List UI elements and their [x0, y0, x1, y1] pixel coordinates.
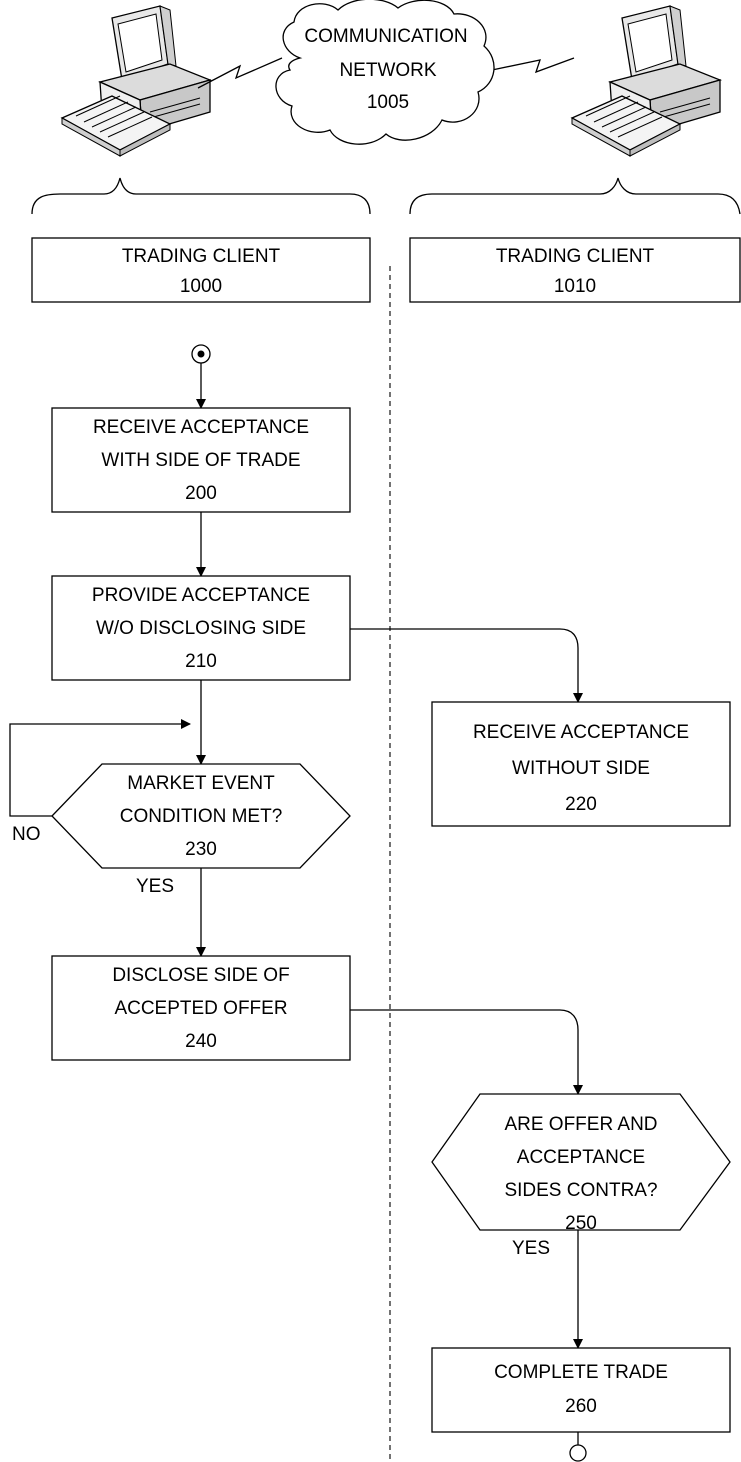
computer-icon-left: [60, 5, 213, 157]
step-210-line2: W/O DISCLOSING SIDE: [96, 618, 306, 639]
step-240-number: 240: [185, 1031, 217, 1052]
brace-right: [409, 177, 741, 215]
lane-right-title: TRADING CLIENT: [496, 246, 655, 267]
step-210-box: PROVIDE ACCEPTANCE W/O DISCLOSING SIDE 2…: [51, 575, 351, 681]
step-260-line1: COMPLETE TRADE: [494, 1362, 668, 1383]
link-left-zigzag: [197, 57, 283, 89]
lane-header-right: TRADING CLIENT 1010: [409, 237, 741, 303]
step-200-line2: WITH SIDE OF TRADE: [101, 450, 300, 471]
lane-header-left: TRADING CLIENT 1000: [31, 237, 371, 303]
link-right-zigzag: [491, 57, 575, 74]
step-210-line1: PROVIDE ACCEPTANCE: [92, 585, 310, 606]
connector-230-no-loop: [9, 719, 191, 817]
decision-230-line2: CONDITION MET?: [120, 806, 283, 827]
step-200-line1: RECEIVE ACCEPTANCE: [93, 417, 309, 438]
decision-250: ARE OFFER AND ACCEPTANCE SIDES CONTRA? 2…: [431, 1093, 731, 1234]
decision-230-number: 230: [185, 839, 217, 860]
step-260-box: COMPLETE TRADE 260: [431, 1347, 731, 1433]
lane-left-title: TRADING CLIENT: [122, 246, 281, 267]
decision-230: MARKET EVENT CONDITION MET? 230: [51, 763, 351, 869]
decision-250-line2: ACCEPTANCE: [517, 1147, 645, 1168]
decision-230-no-label: NO: [12, 824, 41, 845]
network-label-line1: COMMUNICATION: [304, 26, 467, 47]
decision-250-line3: SIDES CONTRA?: [504, 1180, 657, 1201]
connector-210-220: [350, 628, 583, 703]
step-240-line2: ACCEPTED OFFER: [114, 998, 287, 1019]
network-cloud: COMMUNICATION NETWORK 1005: [275, 0, 495, 145]
network-label-line2: NETWORK: [339, 60, 436, 81]
network-label-number: 1005: [367, 92, 409, 113]
decision-250-number: 250: [565, 1213, 597, 1234]
step-260-number: 260: [565, 1396, 597, 1417]
decision-230-line1: MARKET EVENT: [127, 773, 275, 794]
step-210-number: 210: [185, 651, 217, 672]
brace-left: [31, 177, 371, 215]
decision-250-line1: ARE OFFER AND: [504, 1114, 657, 1135]
step-240-line1: DISCLOSE SIDE OF: [112, 965, 289, 986]
lane-right-number: 1010: [554, 276, 596, 297]
start-node: [191, 344, 211, 364]
step-220-line2: WITHOUT SIDE: [512, 758, 650, 779]
step-220-line1: RECEIVE ACCEPTANCE: [473, 722, 689, 743]
step-200-box: RECEIVE ACCEPTANCE WITH SIDE OF TRADE 20…: [51, 407, 351, 513]
step-220-number: 220: [565, 794, 597, 815]
step-200-number: 200: [185, 483, 217, 504]
decision-250-yes-label: YES: [512, 1238, 550, 1259]
decision-230-yes-label: YES: [136, 876, 174, 897]
step-240-box: DISCLOSE SIDE OF ACCEPTED OFFER 240: [51, 955, 351, 1061]
end-node: [569, 1444, 587, 1462]
lane-left-number: 1000: [180, 276, 222, 297]
step-220-box: RECEIVE ACCEPTANCE WITHOUT SIDE 220: [431, 701, 731, 827]
computer-icon-right: [570, 5, 723, 157]
connector-240-250: [350, 1009, 583, 1095]
